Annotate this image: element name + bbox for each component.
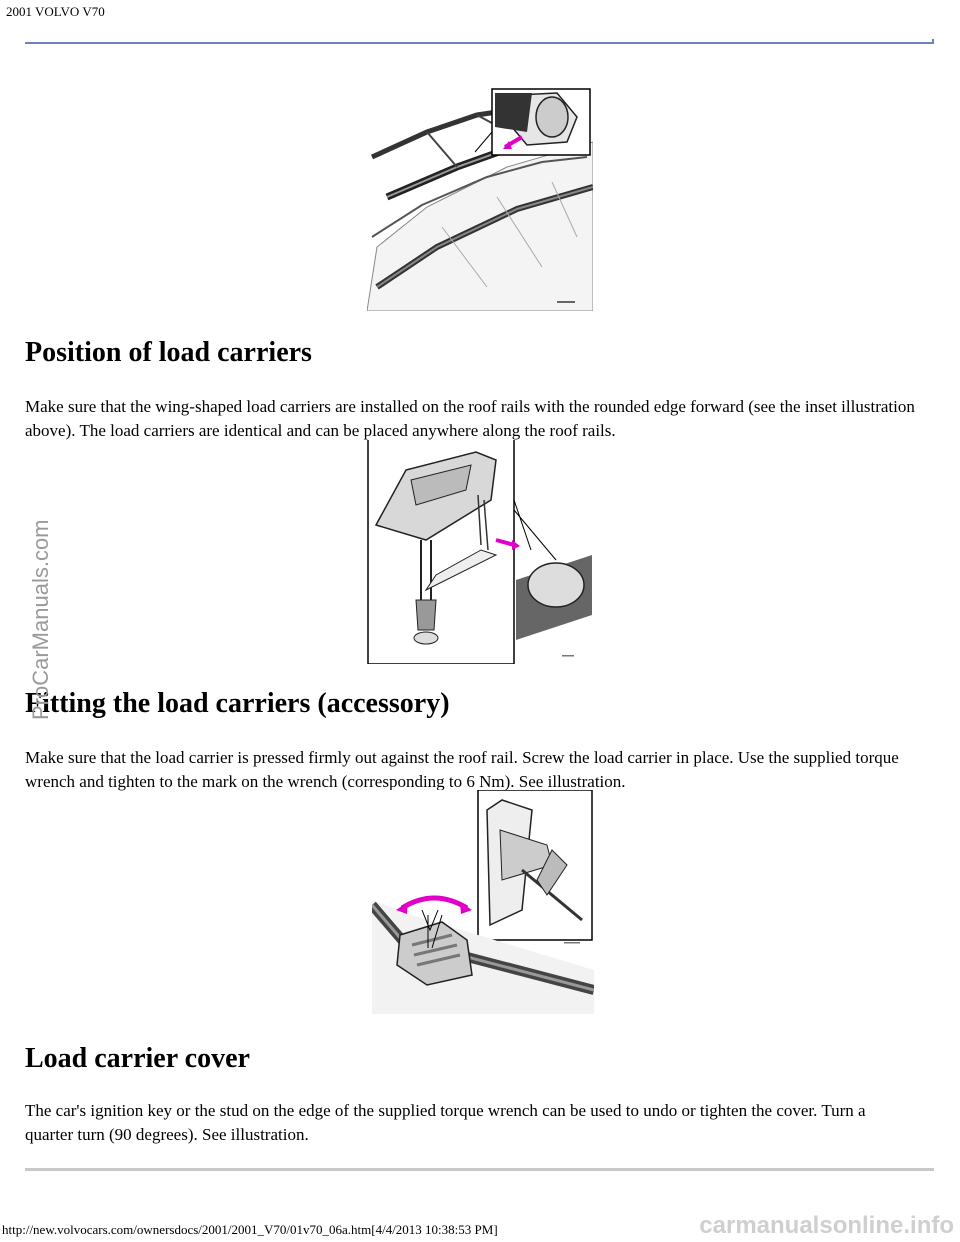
header-rule (25, 39, 934, 44)
section-body: The car's ignition key or the stud on th… (25, 1101, 866, 1144)
roof-rails-load-carriers-illustration (367, 87, 593, 311)
footer-url: http://new.volvocars.com/ownersdocs/2001… (2, 1222, 498, 1237)
document-title: 2001 VOLVO V70 (6, 4, 105, 19)
side-watermark: ProCarManuals.com (28, 519, 53, 720)
load-carrier-cover-illustration (372, 790, 594, 1014)
fitting-load-carrier-illustration (366, 440, 592, 664)
footer-rule (25, 1168, 934, 1171)
section-body: Make sure that the load carrier is press… (25, 748, 899, 791)
section-body: Make sure that the wing-shaped load carr… (25, 397, 915, 440)
section-heading: Position of load carriers (25, 337, 312, 368)
bottom-watermark: carmanualsonline.info (699, 1212, 954, 1239)
section-heading: Load carrier cover (25, 1043, 250, 1074)
section-heading: Fitting the load carriers (accessory) (25, 688, 450, 719)
